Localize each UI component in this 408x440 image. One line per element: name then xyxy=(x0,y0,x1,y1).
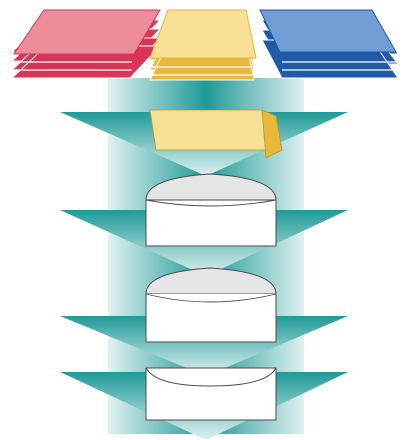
sealed-envelope xyxy=(146,368,276,420)
envelope-with-insert xyxy=(146,268,276,342)
yellow-sheet-stack xyxy=(150,10,256,80)
red-sheet-stack xyxy=(12,10,160,78)
envelope-insert-lower xyxy=(146,294,276,342)
envelope-open-body xyxy=(146,200,276,246)
folded-sheet-back xyxy=(150,110,276,150)
blue-sheet-stack xyxy=(260,10,398,78)
envelope-sealed-body xyxy=(146,368,276,420)
open-envelope xyxy=(146,174,276,246)
